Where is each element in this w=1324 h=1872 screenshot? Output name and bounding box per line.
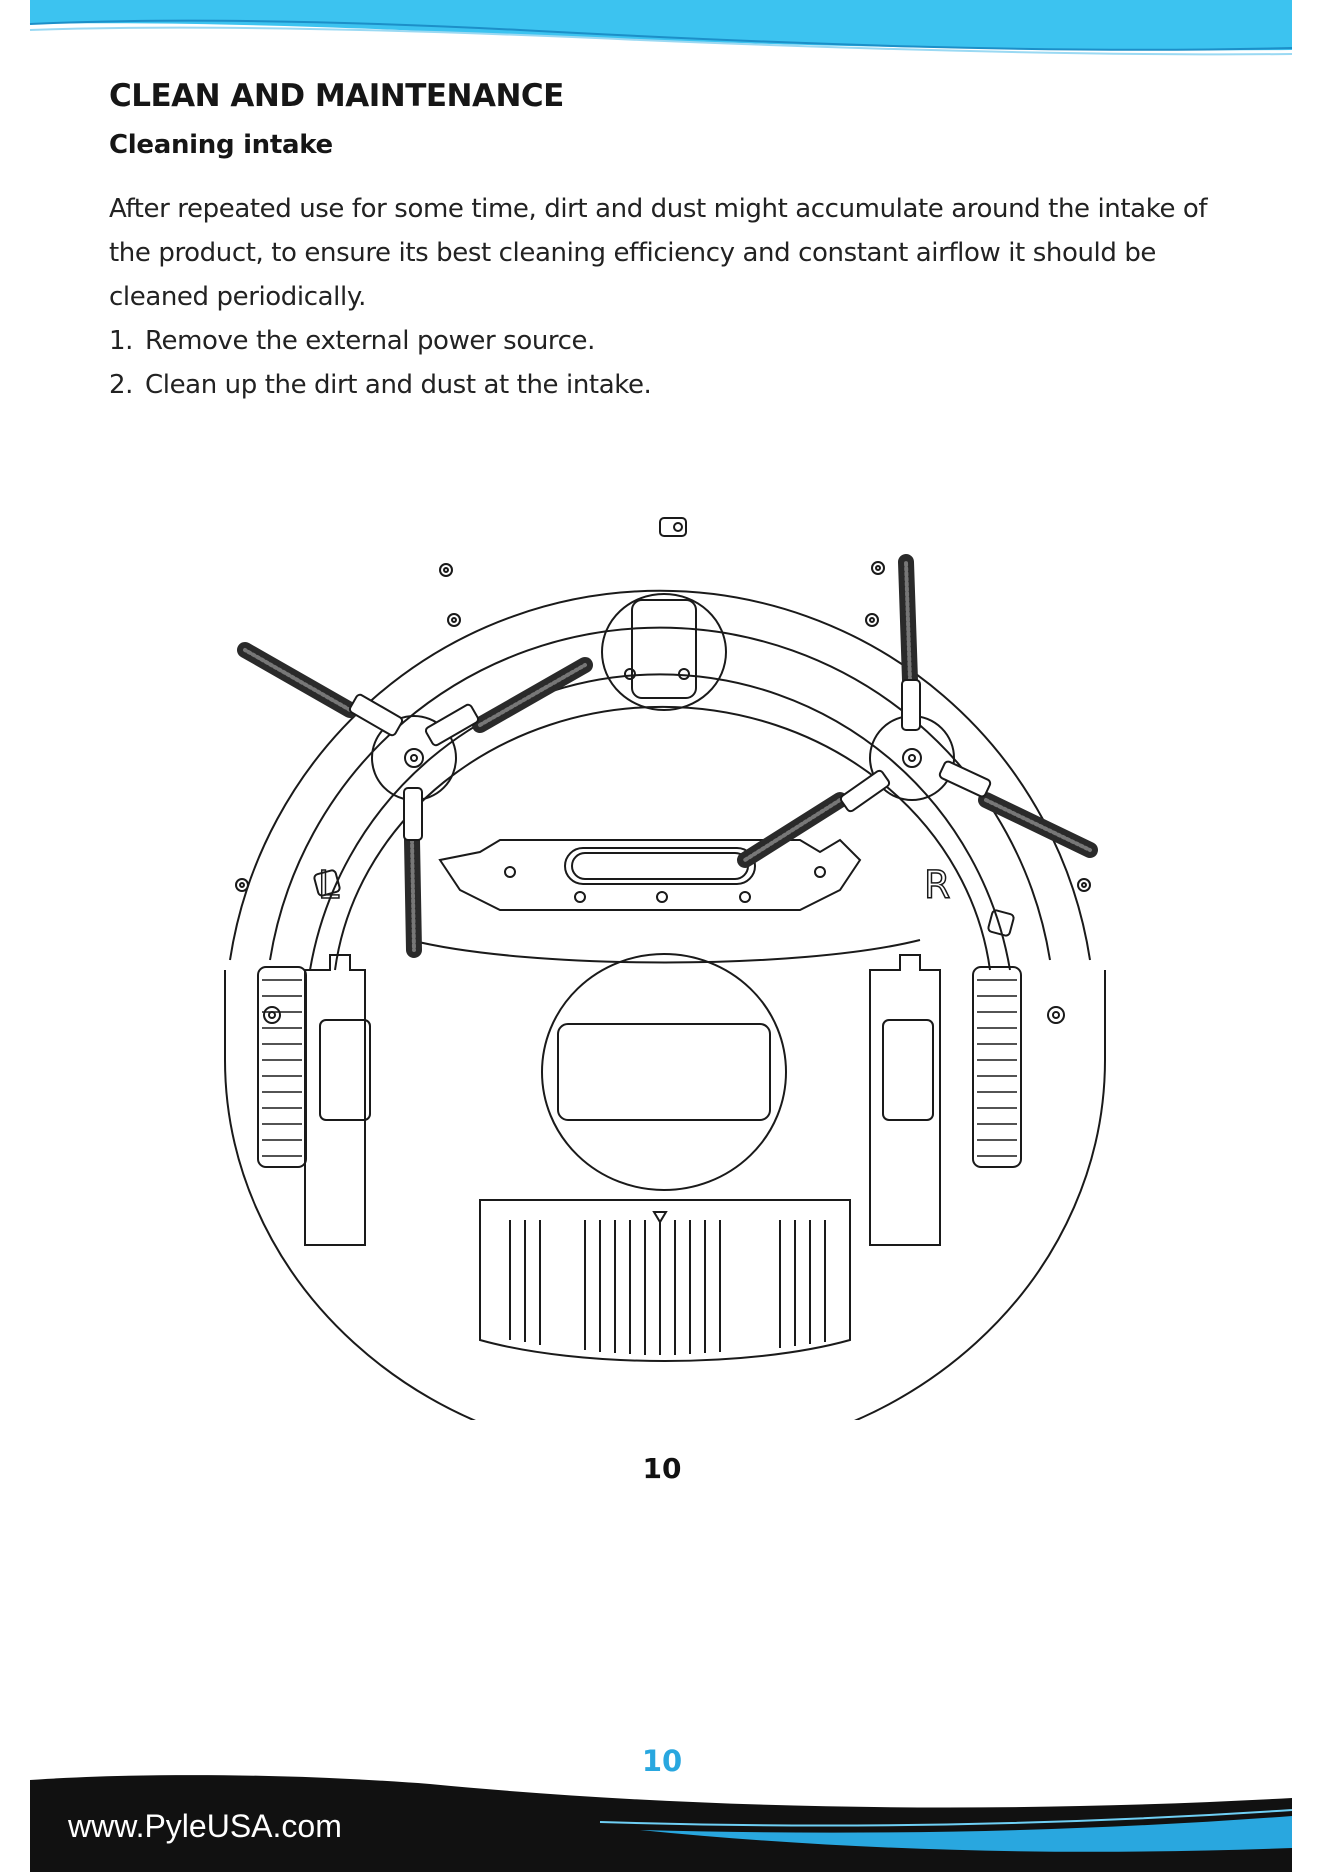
outer-shell-lower — [224, 970, 1106, 1420]
step-number: 2. — [109, 370, 134, 400]
page-number-footer: 10 — [641, 1744, 683, 1778]
front-bracket — [438, 838, 862, 911]
page-title: CLEAN AND MAINTENANCE — [109, 78, 564, 114]
top-banner-band — [29, 0, 1293, 56]
caster-wheel-housing — [601, 593, 727, 711]
step-list: 1. Remove the external power source. 2. … — [109, 319, 652, 407]
dustbin-window — [541, 953, 787, 1191]
section-subtitle: Cleaning intake — [109, 130, 333, 160]
step-number: 1. — [109, 326, 134, 356]
list-item: 2. Clean up the dirt and dust at the int… — [109, 363, 652, 407]
left-wheel-module — [304, 954, 366, 1246]
outer-shell — [229, 589, 1091, 961]
left-side-label: L — [318, 863, 339, 907]
list-item: 1. Remove the external power source. — [109, 319, 651, 363]
robot-vacuum-underside-diagram: L R — [224, 517, 1106, 1420]
footer-website-link[interactable]: www.PyleUSA.com — [68, 1808, 342, 1844]
intake-grille — [479, 1199, 851, 1362]
step-text: Remove the external power source. — [145, 326, 595, 356]
right-side-label: R — [924, 863, 950, 907]
step-text: Clean up the dirt and dust at the intake… — [145, 370, 652, 400]
right-wheel-module — [869, 954, 941, 1246]
footer-band — [30, 1775, 1293, 1872]
intro-paragraph: After repeated use for some time, dirt a… — [109, 194, 1208, 312]
page-number-inner: 10 — [642, 1452, 682, 1485]
